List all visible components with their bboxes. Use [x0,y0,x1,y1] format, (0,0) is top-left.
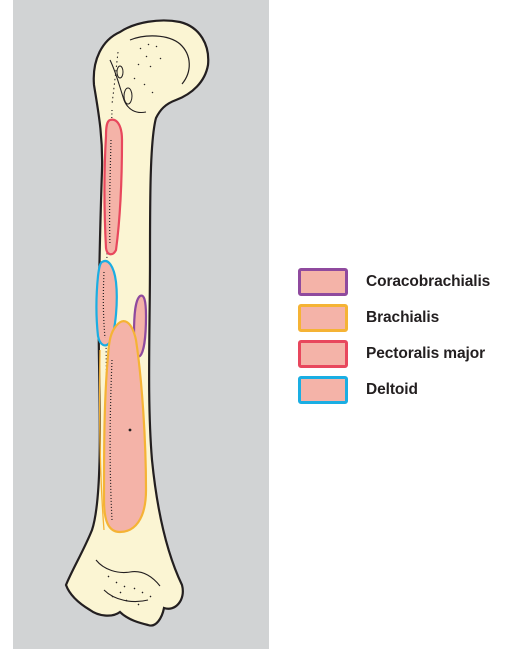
legend-item-deltoid: Deltoid [298,372,514,408]
brachialis-point [129,429,132,432]
legend-label-coracobrachialis: Coracobrachialis [366,273,490,291]
brachialis-swatch [298,304,348,332]
legend-label-deltoid: Deltoid [366,381,418,399]
coracobrachialis-swatch [298,268,348,296]
legend-item-brachialis: Brachialis [298,300,514,336]
legend-item-pectoralis-major: Pectoralis major [298,336,514,372]
legend-label-pectoralis-major: Pectoralis major [366,345,485,363]
pectoralis-major-swatch [298,340,348,368]
legend-item-coracobrachialis: Coracobrachialis [298,264,514,300]
legend-label-brachialis: Brachialis [366,309,439,327]
legend: Coracobrachialis Brachialis Pectoralis m… [298,264,514,408]
deltoid-swatch [298,376,348,404]
